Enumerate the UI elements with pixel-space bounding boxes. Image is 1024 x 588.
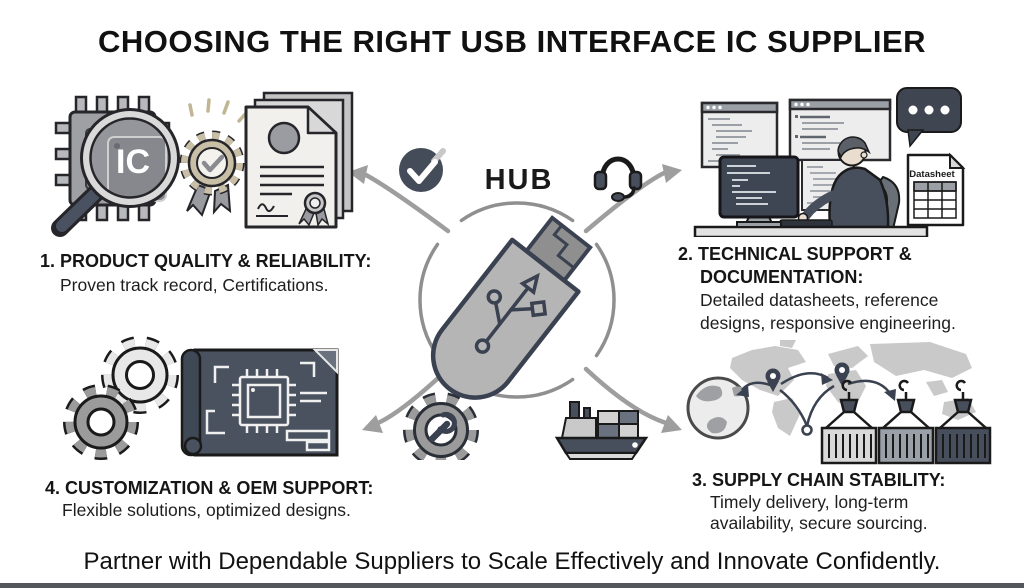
q3-body-line1: Timely delivery, long-term — [710, 491, 909, 512]
q4-illustration — [63, 336, 339, 460]
q3-text-block: 3. SUPPLY CHAIN STABILITY: Timely delive… — [692, 470, 945, 535]
desk — [693, 225, 929, 237]
q2-heading-line2: DOCUMENTATION: — [700, 267, 864, 287]
q4-heading: 4. CUSTOMIZATION & OEM SUPPORT: — [45, 478, 374, 498]
route-arrowheads — [736, 373, 896, 401]
datasheet-icon: Datasheet — [906, 152, 966, 227]
monitor-icon — [718, 155, 800, 228]
q3-body-line2: availability, secure sourcing. — [710, 513, 928, 533]
headset-icon — [593, 156, 643, 202]
arrow-to-q3 — [583, 366, 669, 426]
q1-text-block: 1. PRODUCT QUALITY & RELIABILITY: Proven… — [40, 250, 371, 296]
hub-arrowheads — [348, 164, 682, 433]
q1-heading: 1. PRODUCT QUALITY & RELIABILITY: — [40, 251, 372, 271]
gear-wrench-icon — [403, 392, 479, 460]
q1-body: Proven track record, Certifications. — [60, 275, 329, 295]
bottom-bar — [0, 583, 1024, 588]
globe-icon — [686, 376, 750, 440]
q1-illustration: IC — [51, 91, 354, 237]
footer-tagline: Partner with Dependable Suppliers to Sca… — [83, 548, 941, 575]
hub-label: HUB — [485, 164, 554, 196]
q2-body-line2: designs, responsive engineering. — [700, 313, 956, 333]
gear-dark-icon — [63, 384, 139, 460]
map-pin-icon — [765, 362, 850, 436]
q2-heading-line1: 2. TECHNICAL SUPPORT & — [678, 244, 912, 264]
q3-illustration — [686, 340, 992, 465]
q2-body-line1: Detailed datasheets, reference — [700, 290, 939, 310]
ic-label: IC — [116, 143, 150, 181]
gear-light-icon — [101, 336, 179, 414]
datasheet-label: Datasheet — [909, 169, 955, 180]
q2-illustration: Datasheet — [693, 87, 966, 237]
page-title: CHOOSING THE RIGHT USB INTERFACE IC SUPP… — [97, 24, 927, 59]
q2-text-block: 2. TECHNICAL SUPPORT & DOCUMENTATION: De… — [678, 243, 956, 335]
q3-heading: 3. SUPPLY CHAIN STABILITY: — [692, 470, 946, 490]
containers-icon — [820, 379, 992, 465]
cargo-ship-icon — [554, 401, 649, 460]
badge-check-icon — [179, 130, 245, 217]
world-map — [730, 340, 976, 436]
q4-text-block: 4. CUSTOMIZATION & OEM SUPPORT: Flexible… — [45, 477, 373, 521]
usb-drive-icon — [430, 215, 593, 400]
certificates-icon — [244, 91, 354, 229]
q4-body: Flexible solutions, optimized designs. — [62, 500, 351, 520]
blueprint-icon — [180, 348, 339, 457]
check-circle-icon — [399, 148, 446, 192]
speech-bubble-icon — [896, 87, 962, 148]
magnifier-icon: IC — [51, 108, 180, 237]
arrow-to-q1 — [363, 172, 451, 234]
hub-diagram: HUB — [348, 148, 682, 460]
